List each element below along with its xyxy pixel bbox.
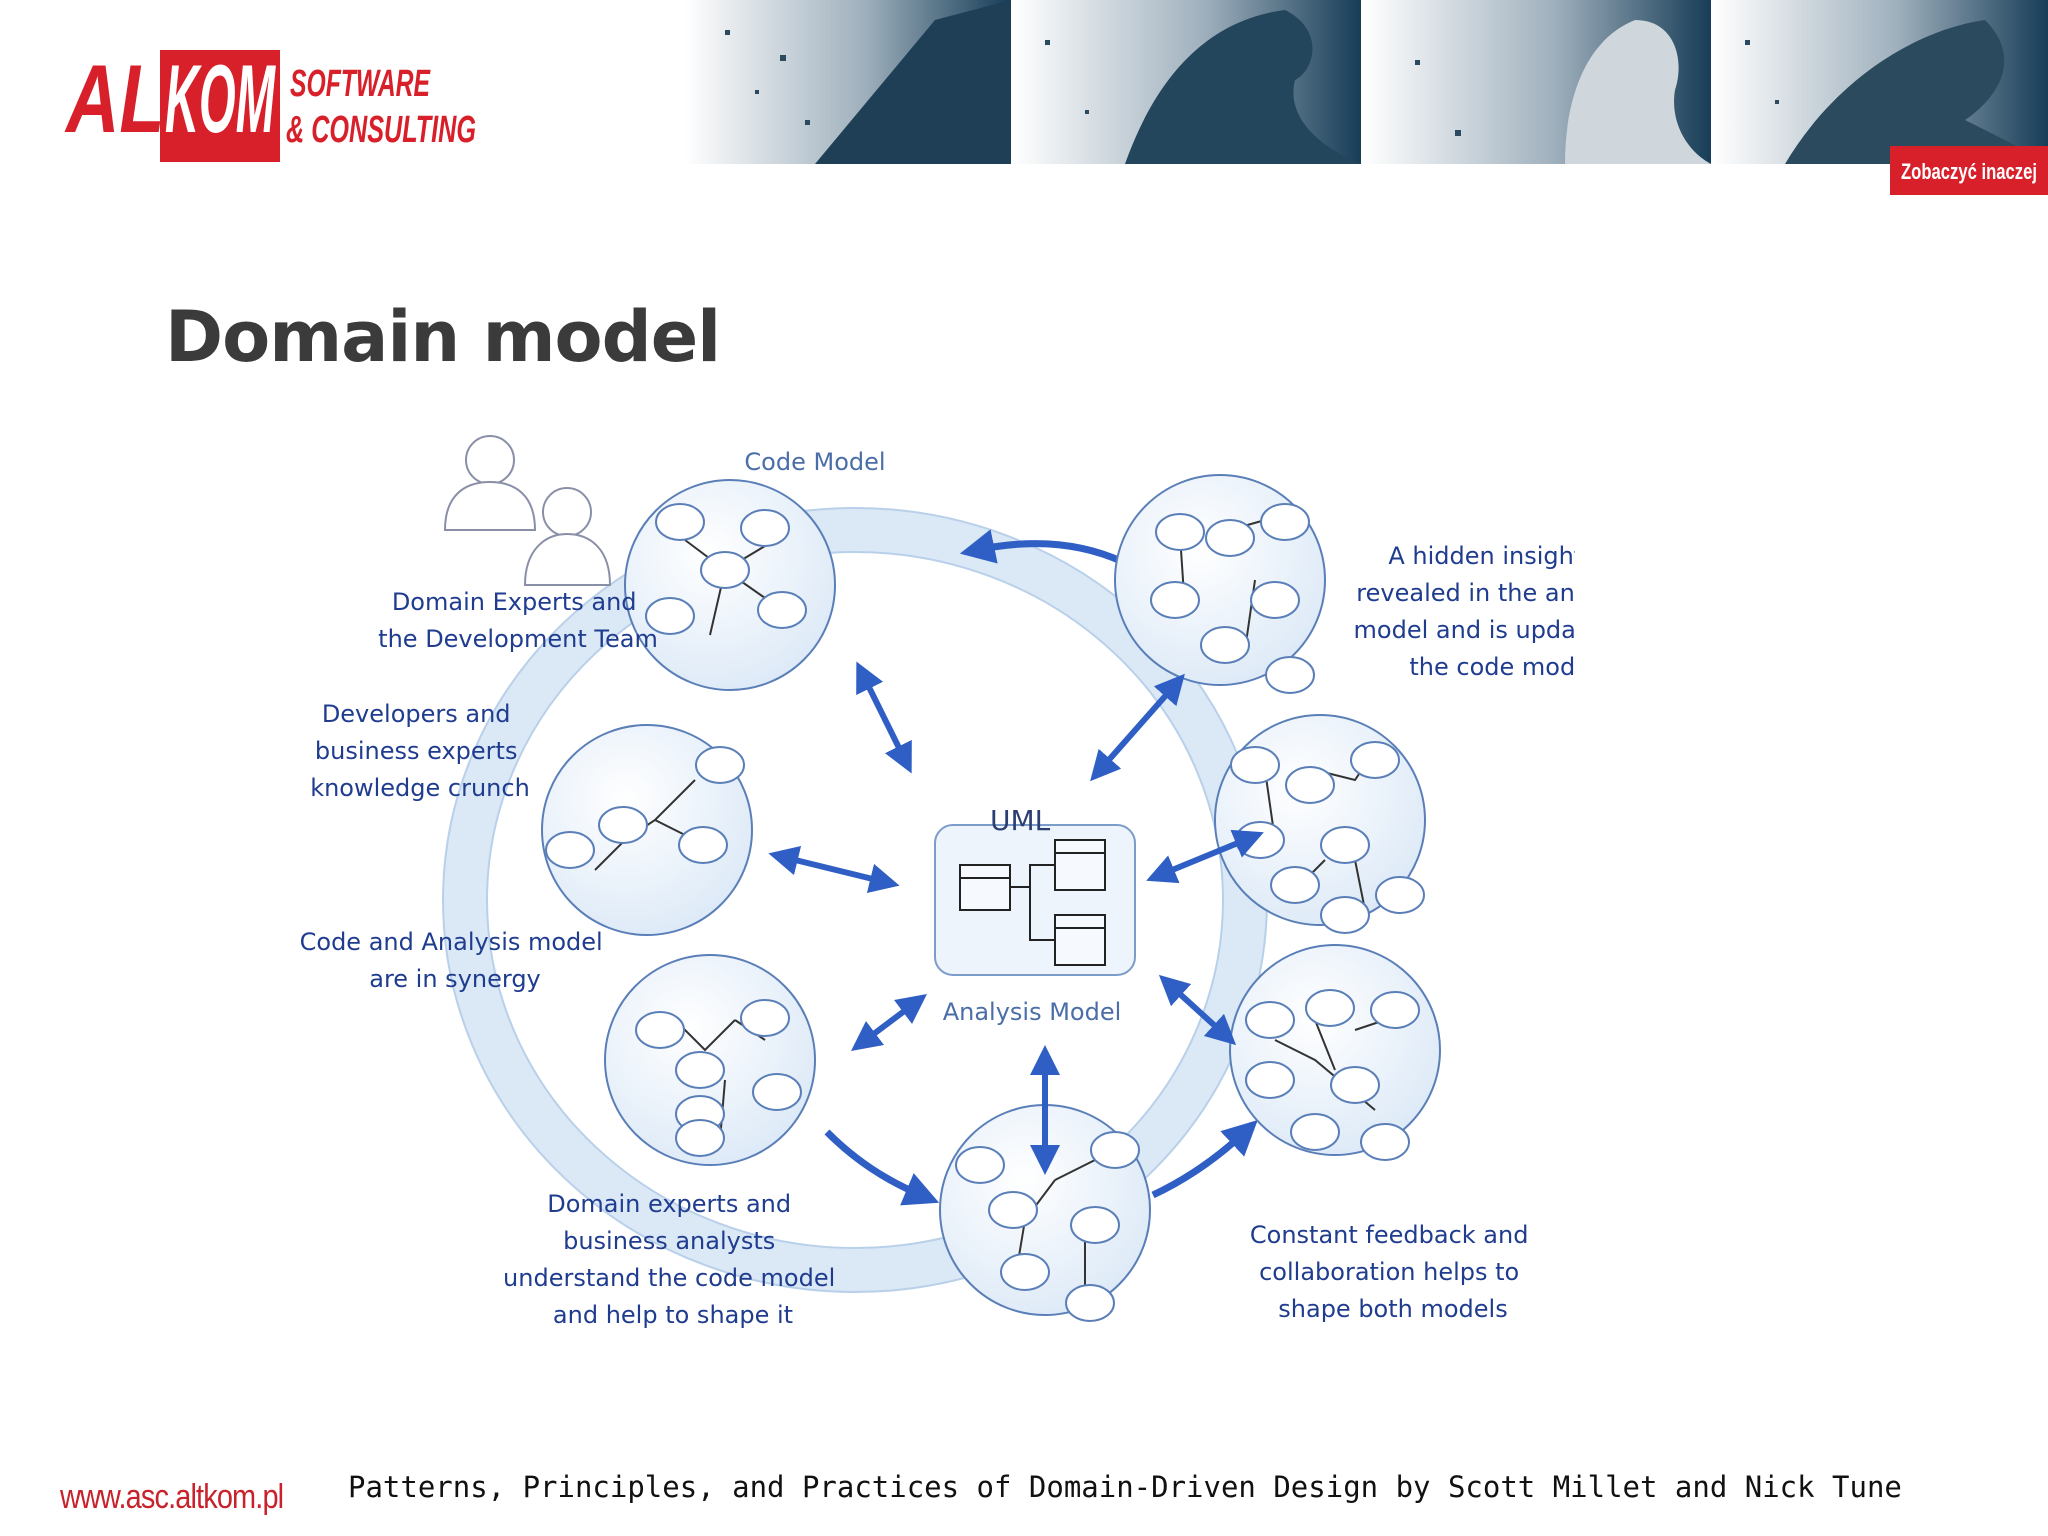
cycle-ring-inner [486,551,1224,1249]
label-shape-line-1: Domain experts and [547,1190,791,1218]
label-insight-line-4: the code model [1409,653,1575,681]
logo-kom-box [160,50,280,162]
label-synergy-line-1: Code and Analysis model [300,928,603,956]
model-node-bottom-left [604,954,816,1166]
banner-panel-4 [1713,0,2048,164]
uml-label: UML [990,804,1051,837]
model-node-bottom-right [1229,944,1441,1161]
label-insight-line-2: revealed in the analysis [1356,579,1575,607]
banner-panel-1 [685,0,1011,164]
label-shape-line-4: and help to shape it [553,1301,793,1329]
label-feedback-line-2: collaboration helps to [1259,1258,1519,1286]
label-domain-experts-line-1: Domain Experts and [392,588,637,616]
model-node-bottom [939,1104,1151,1322]
arrow-to-bottom-left [851,994,927,1051]
altkom-logo: ALT KOM SOFTWARE & CONSULTING [64,46,476,162]
label-feedback-line-3: shape both models [1278,1295,1507,1323]
flow-arrow-bottom-left [824,1129,940,1206]
label-shape-line-2: business analysts [563,1227,775,1255]
arrow-to-right [1146,829,1264,884]
label-insight-line-1: A hidden insight is [1388,542,1575,570]
slide-title: Domain model [165,296,721,378]
banner-tag-text: Zobaczyć inaczej [1901,159,2037,184]
cycle-ring [443,508,1267,1292]
banner-panel-2 [1013,0,1361,164]
logo-line1: SOFTWARE [290,63,431,105]
model-node-top-right [1114,474,1326,694]
label-synergy: Code and Analysis model are in synergy [300,928,611,993]
label-knowledge-crunch-line-1: Developers and [322,700,511,728]
logo-line2: & CONSULTING [286,109,476,151]
people-icon [443,435,612,586]
code-model-label: Code Model [744,448,885,476]
arrow-to-top-left [856,661,912,774]
logo-kom-text: KOM [165,46,276,153]
footer-citation: Patterns, Principles, and Practices of D… [348,1470,1902,1504]
radial-arrows [768,661,1264,1175]
label-shape-code-model: Domain experts and business analysts und… [503,1190,843,1329]
label-constant-feedback: Constant feedback and collaboration help… [1250,1221,1536,1323]
label-domain-experts-line-2: the Development Team [378,625,658,653]
model-node-top-left [624,479,836,691]
label-domain-experts: Domain Experts and the Development Team [378,588,658,653]
banner-particles [725,30,1779,136]
label-insight-line-3: model and is updated in [1354,616,1575,644]
label-hidden-insight: A hidden insight is revealed in the anal… [1354,542,1575,681]
banner-panel-3 [1363,0,1711,164]
footer-url-link[interactable]: www.asc.altkom.pl [60,1478,284,1516]
model-node-right [1214,714,1426,934]
model-node-left [541,724,753,936]
arrow-to-bottom-right [1158,974,1237,1046]
flow-arrow-bottom-right [1151,1120,1258,1199]
analysis-model-label: Analysis Model [943,998,1122,1026]
label-feedback-line-1: Constant feedback and [1250,1221,1529,1249]
flow-arrow-top [959,529,1125,566]
label-shape-line-3: understand the code model [503,1264,835,1292]
header-banner: Zobaczyć inaczej [685,0,2048,195]
label-synergy-line-2: are in synergy [369,965,541,993]
label-knowledge-crunch: Developers and business experts knowledg… [310,700,530,802]
label-knowledge-crunch-line-3: knowledge crunch [310,774,530,802]
domain-model-diagram: UML Analysis Model Code Model Domain Exp… [300,435,1575,1329]
banner-tag-box [1890,146,2048,195]
arrow-to-top-right [1090,673,1185,782]
arrow-to-left [768,846,900,893]
uml-box [934,824,1136,976]
label-knowledge-crunch-line-2: business experts [315,737,518,765]
